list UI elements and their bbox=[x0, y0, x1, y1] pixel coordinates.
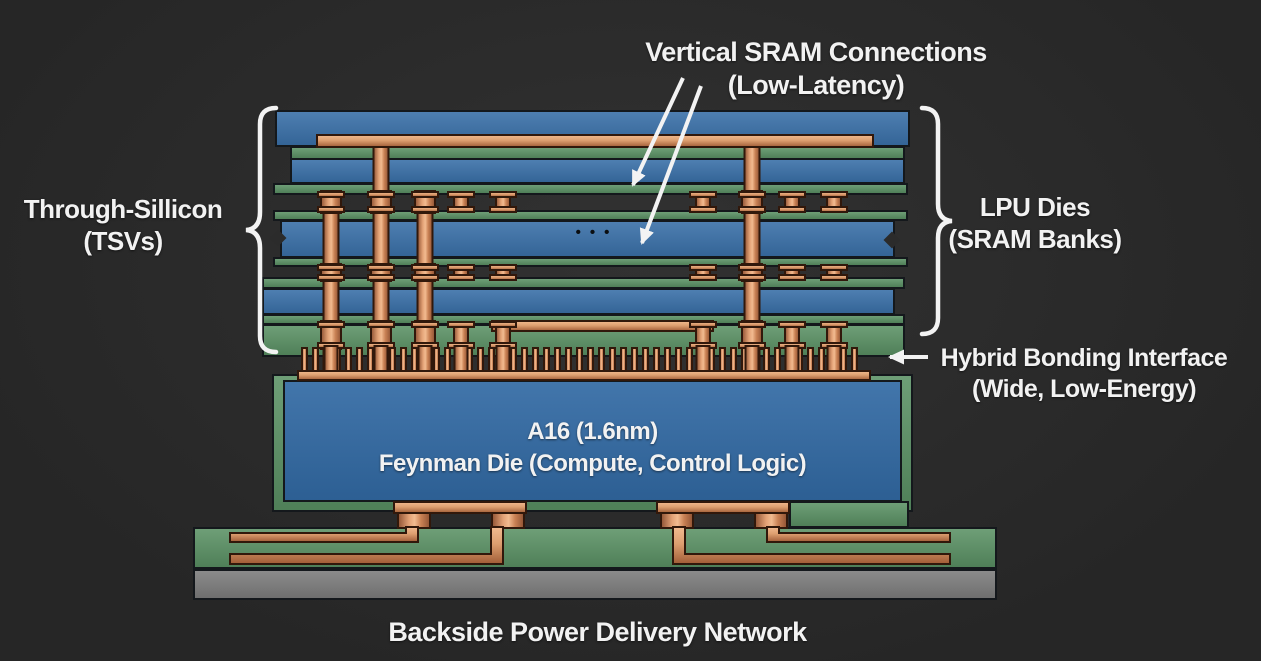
power-trace bbox=[229, 526, 504, 565]
backside-power-label-text: Backside Power Delivery Network bbox=[388, 617, 807, 647]
micro-bump-flange bbox=[689, 274, 717, 281]
tsv-collar-flange bbox=[367, 264, 395, 271]
micro-bump-flange bbox=[489, 321, 517, 328]
tsv-collar-flange bbox=[738, 191, 766, 198]
lpu-dies-label: LPU Dies (SRAM Banks) bbox=[930, 192, 1140, 255]
pedestal-leg bbox=[491, 512, 525, 529]
micro-bump-flange bbox=[489, 206, 517, 213]
hybrid-bonding-label: Hybrid Bonding Interface (Wide, Low-Ener… bbox=[925, 343, 1243, 404]
micro-bump-flange bbox=[820, 206, 848, 213]
tsv-collar-flange bbox=[411, 274, 439, 281]
feynman-die bbox=[283, 380, 902, 502]
tsv-label-line2: (TSVs) bbox=[83, 225, 163, 256]
tsv-collar-flange bbox=[317, 321, 345, 328]
lpu-dies-label-line2: (SRAM Banks) bbox=[948, 223, 1122, 254]
micro-bump-flange bbox=[447, 264, 475, 271]
tsv-collar-flange bbox=[738, 206, 766, 213]
micro-bump-flange bbox=[778, 206, 806, 213]
pedestal-cap bbox=[656, 501, 790, 514]
feynman-die-label-line2: Feynman Die (Compute, Control Logic) bbox=[378, 450, 807, 477]
micro-bump-flange bbox=[689, 264, 717, 271]
tsv-collar-flange bbox=[411, 264, 439, 271]
hybrid-bonding-label-line2: (Wide, Low-Energy) bbox=[971, 374, 1197, 403]
micro-bump-flange bbox=[447, 321, 475, 328]
tsv-collar-flange bbox=[317, 274, 345, 281]
micro-bump-flange bbox=[447, 274, 475, 281]
micro-bump-flange bbox=[778, 264, 806, 271]
tsv-collar-flange bbox=[411, 191, 439, 198]
micro-bump-flange bbox=[820, 321, 848, 328]
right-brace bbox=[919, 105, 953, 337]
tsv-collar-flange bbox=[411, 321, 439, 328]
tsv-collar-flange bbox=[367, 206, 395, 213]
micro-bump-flange bbox=[447, 206, 475, 213]
tsv-collar-flange bbox=[738, 264, 766, 271]
micro-bump-flange bbox=[820, 274, 848, 281]
micro-bump-flange bbox=[489, 264, 517, 271]
lpu-dies-label-line1: LPU Dies bbox=[979, 192, 1091, 222]
hybrid-bonding-label-line1: Hybrid Bonding Interface bbox=[940, 344, 1228, 372]
vertical-sram-label: Vertical SRAM Connections (Low-Latency) bbox=[600, 36, 1032, 102]
sram-connection-arrow-2 bbox=[639, 85, 703, 245]
micro-bump-flange bbox=[689, 191, 717, 198]
tsv-collar-flange bbox=[317, 264, 345, 271]
vertical-sram-label-line2: (Low-Latency) bbox=[727, 69, 905, 100]
micro-bump-flange bbox=[689, 321, 717, 328]
ellipsis-dots: ••• bbox=[575, 224, 619, 241]
tsv-collar-flange bbox=[738, 321, 766, 328]
micro-bump-flange bbox=[489, 274, 517, 281]
power-trace bbox=[229, 526, 419, 543]
feynman-die-label: A16 (1.6nm) Feynman Die (Compute, Contro… bbox=[283, 380, 902, 502]
micro-bump-flange bbox=[489, 191, 517, 198]
tsv-collar-flange bbox=[367, 191, 395, 198]
pedestal-cap bbox=[393, 501, 527, 514]
tsv-collar-flange bbox=[317, 206, 345, 213]
micro-bump-flange bbox=[778, 191, 806, 198]
sram-connection-arrow-1 bbox=[631, 77, 685, 187]
bond-plate bbox=[297, 370, 871, 381]
tsv-label-line1: Through-Sillicon bbox=[23, 194, 223, 224]
micro-bump-flange bbox=[778, 321, 806, 328]
sram-green-layer-4 bbox=[273, 257, 908, 267]
die-molding-right-foot bbox=[789, 501, 909, 528]
tsv-collar-flange bbox=[367, 274, 395, 281]
micro-bump-flange bbox=[447, 191, 475, 198]
power-trace bbox=[766, 526, 951, 543]
micro-bump-flange bbox=[689, 206, 717, 213]
sram-green-layer-2 bbox=[273, 183, 908, 195]
micro-bump-flange bbox=[778, 274, 806, 281]
left-brace bbox=[245, 105, 279, 355]
tsv-label: Through-Sillicon (TSVs) bbox=[8, 194, 238, 257]
power-trace bbox=[672, 526, 951, 565]
tsv-collar-flange bbox=[411, 206, 439, 213]
top-redistribution-bar bbox=[316, 134, 874, 148]
backside-power-label: Backside Power Delivery Network bbox=[380, 616, 815, 649]
micro-bump-flange bbox=[820, 264, 848, 271]
backside-power-base bbox=[193, 569, 997, 600]
feynman-die-label-line1: A16 (1.6nm) bbox=[527, 417, 658, 445]
micro-bump-flange bbox=[820, 191, 848, 198]
tsv-collar-flange bbox=[367, 321, 395, 328]
vertical-sram-label-line1: Vertical SRAM Connections bbox=[645, 37, 987, 67]
tsv-collar-flange bbox=[317, 191, 345, 198]
tsv-collar-flange bbox=[738, 274, 766, 281]
